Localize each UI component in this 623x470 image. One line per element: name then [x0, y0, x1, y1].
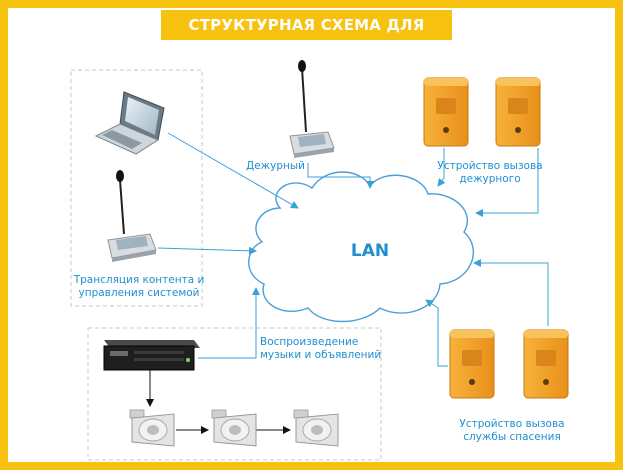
- broadcast-label: Трансляция контента и управления системо…: [70, 274, 208, 300]
- desk-microphone-icon: [107, 170, 157, 262]
- lan-label: LAN: [351, 241, 389, 261]
- playback-group-box: [87, 327, 382, 461]
- broadcast-label-line1: Трансляция контента и: [73, 274, 205, 286]
- call-duty-label: Устройство вызова дежурного: [426, 160, 554, 186]
- connector-call-box-2: [475, 148, 539, 217]
- call-duty-label-line1: Устройство вызова: [437, 160, 543, 172]
- horn-speaker-icon: [129, 409, 175, 447]
- speaker-connectors: [146, 370, 291, 434]
- lan-cloud: [248, 171, 475, 323]
- playback-label: Воспроизведение музыки и объявлений: [260, 336, 381, 362]
- call-box-icon: [523, 329, 569, 399]
- playback-label-line2: музыки и объявлений: [260, 349, 382, 361]
- rescue-label: Устройство вызова службы спасения: [448, 418, 576, 444]
- connectors: [157, 132, 549, 367]
- connector-rescue-box-2: [473, 259, 549, 326]
- diagram-canvas: LAN: [70, 60, 569, 461]
- connector-broadcast-mic: [157, 246, 257, 255]
- call-box-icon: [495, 77, 541, 147]
- connector-rack: [198, 287, 260, 359]
- page-title: СТРУКТУРНАЯ СХЕМА ДЛЯ ПАРКОВ: [161, 10, 452, 64]
- broadcast-label-line2: управления системой: [78, 287, 200, 299]
- laptop-icon: [94, 91, 165, 155]
- connector-duty-mic: [307, 163, 374, 189]
- rescue-label-line1: Устройство вызова: [459, 418, 565, 430]
- audio-rack-icon: [103, 340, 200, 371]
- playback-label-line1: Воспроизведение: [260, 336, 359, 348]
- call-box-icon: [423, 77, 469, 147]
- connector-rescue-box-1: [425, 299, 448, 367]
- rescue-label-line2: службы спасения: [463, 431, 561, 443]
- duty-label: Дежурный: [246, 160, 305, 172]
- call-duty-label-line2: дежурного: [459, 173, 521, 185]
- horn-speaker-icon: [211, 409, 257, 447]
- control-group-box: [70, 69, 203, 307]
- desk-microphone-icon: [289, 60, 335, 158]
- call-box-icon: [449, 329, 495, 399]
- connector-laptop: [167, 132, 299, 209]
- horn-speaker-icon: [293, 409, 339, 447]
- connector-call-box-1: [437, 148, 446, 187]
